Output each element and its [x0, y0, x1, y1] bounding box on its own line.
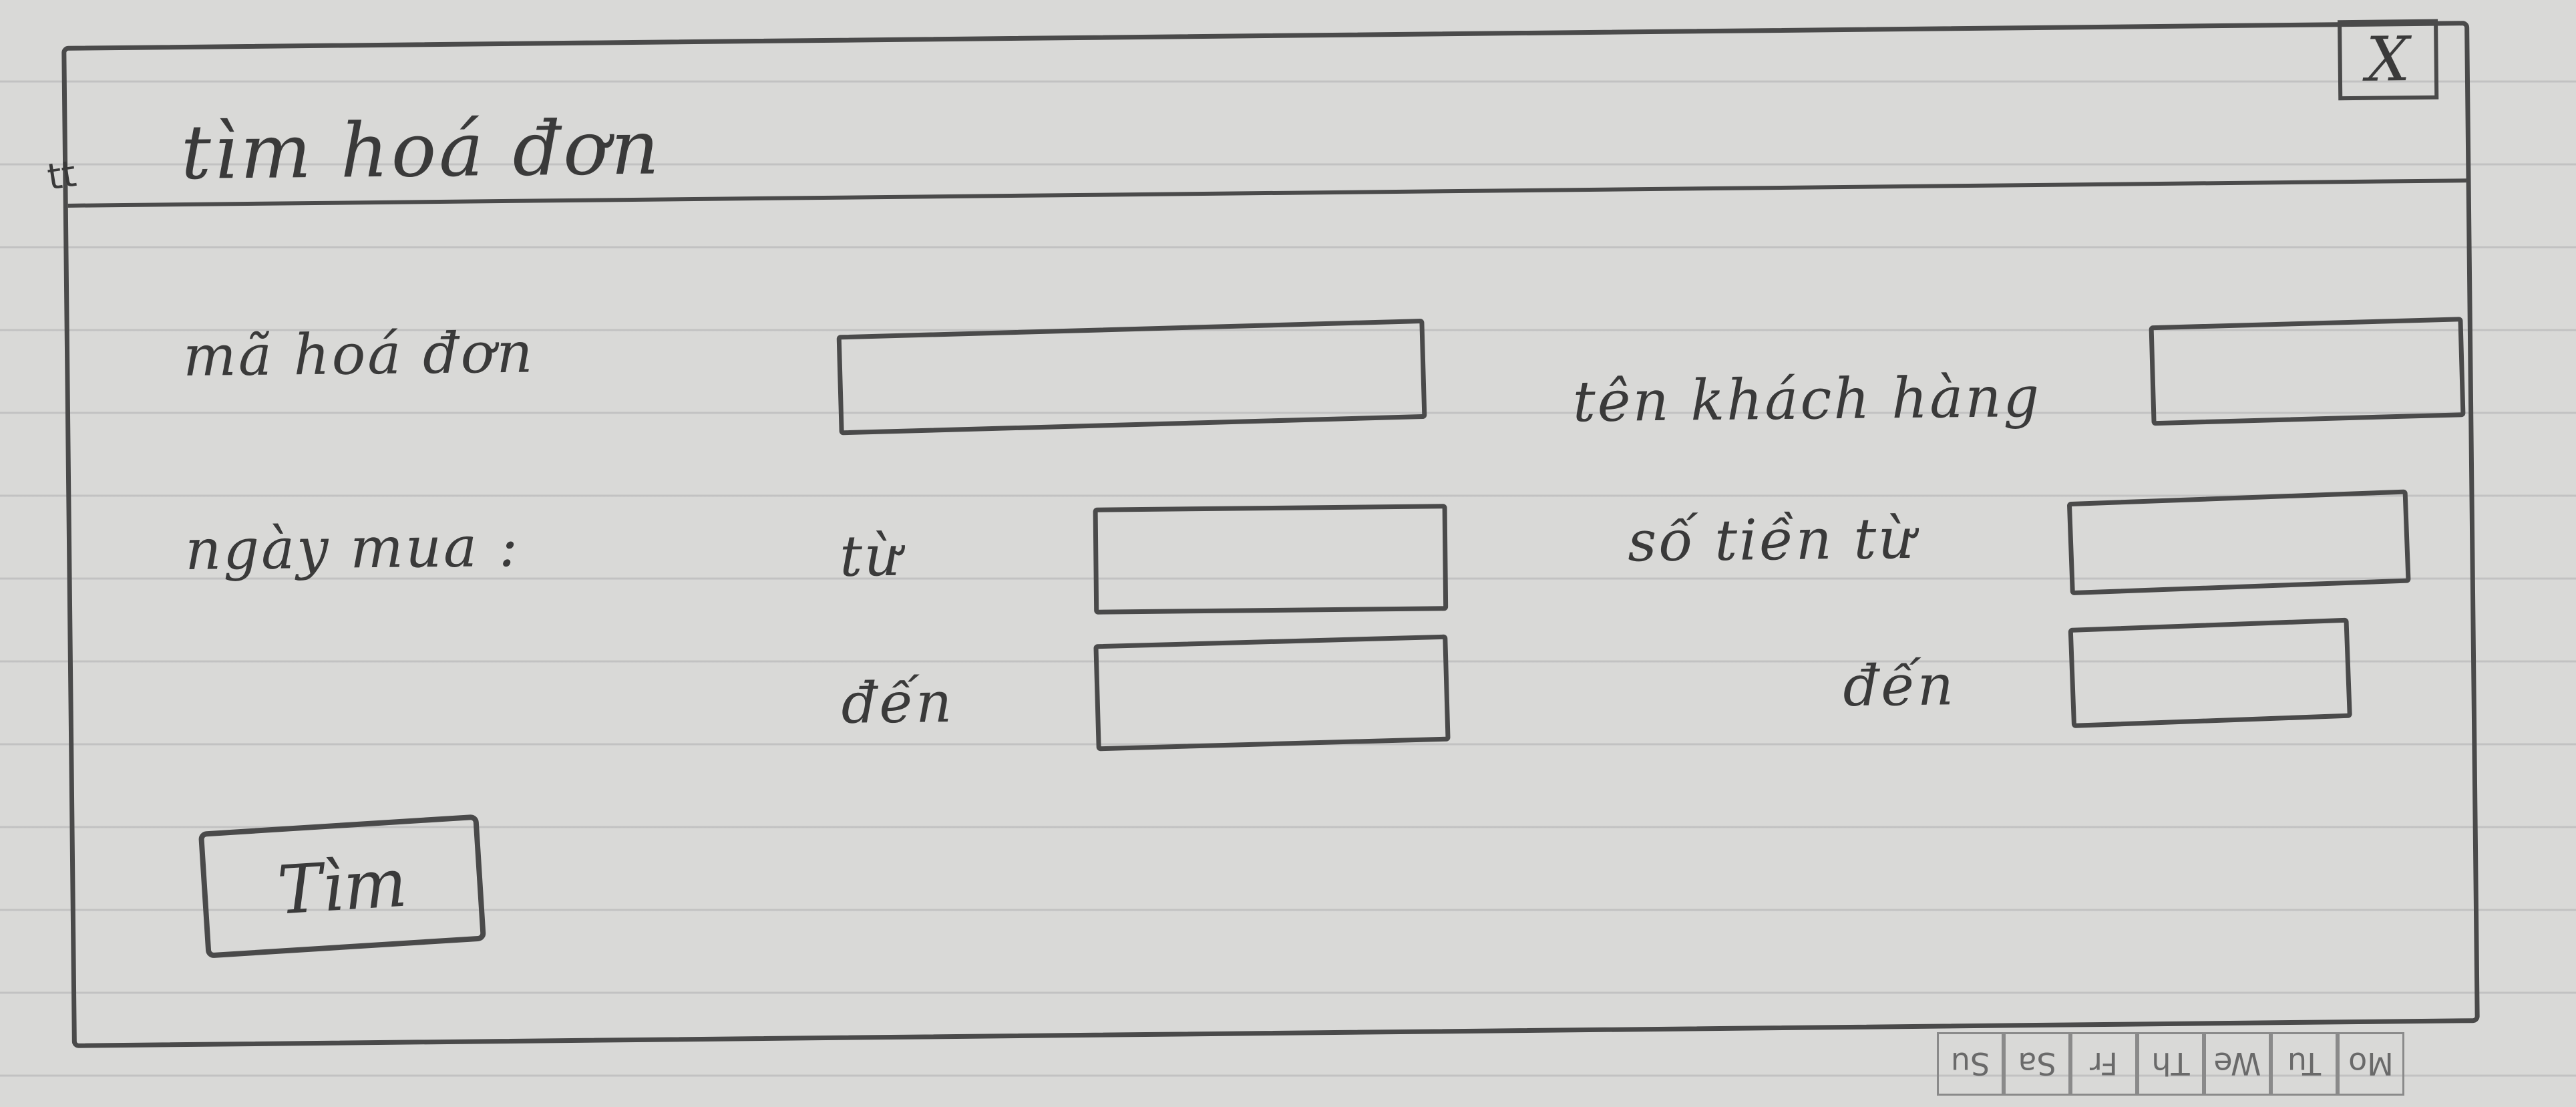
customer-name-label: tên khách hàng — [1572, 363, 2042, 435]
purchase-date-label: ngày mua : — [184, 513, 520, 583]
day-cell-mo: Mo — [2338, 1032, 2404, 1096]
date-to-input[interactable] — [1093, 634, 1451, 752]
dialog-titlebar: tt tìm hoá đơn X — [45, 19, 2466, 208]
search-invoice-dialog: tt tìm hoá đơn X mã hoá đơn tên khách hà… — [45, 19, 2480, 1048]
customer-name-input[interactable] — [2149, 317, 2466, 426]
day-cell-su: Su — [1937, 1032, 2004, 1096]
day-cell-tu: Tu — [2271, 1032, 2338, 1096]
day-cell-we: We — [2204, 1032, 2271, 1096]
date-from-input[interactable] — [1093, 504, 1449, 615]
amount-to-label: đến — [1842, 652, 1956, 720]
day-cell-sa: Sa — [2004, 1032, 2070, 1096]
day-cell-fr: Fr — [2070, 1032, 2137, 1096]
date-to-label: đến — [841, 669, 954, 736]
amount-to-input[interactable] — [2068, 617, 2352, 728]
day-cell-th: Th — [2137, 1032, 2204, 1096]
search-button[interactable]: Tìm — [198, 814, 486, 959]
dialog-title: tìm hoá đơn — [180, 104, 663, 197]
amount-from-input[interactable] — [2066, 489, 2411, 596]
invoice-code-label: mã hoá đơn — [182, 319, 535, 389]
amount-from-label: số tiền từ — [1627, 505, 1917, 575]
date-from-label: từ — [839, 522, 903, 589]
title-stub: tt — [44, 152, 79, 198]
close-button[interactable]: X — [2338, 19, 2439, 101]
invoice-code-input[interactable] — [836, 318, 1427, 436]
calendar-day-strip: Mo Tu We Th Fr Sa Su — [1937, 1032, 2404, 1096]
